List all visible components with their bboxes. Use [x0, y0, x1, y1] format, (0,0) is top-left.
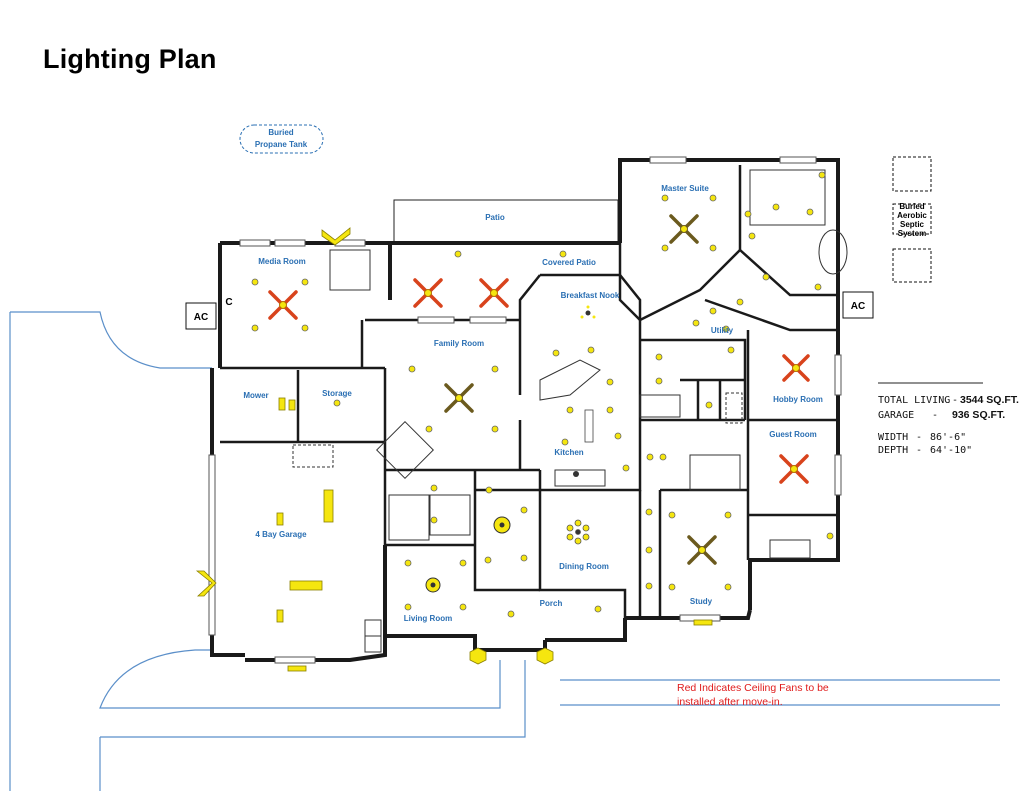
label-ac-left: AC	[194, 312, 208, 323]
label-septic-line2: Aerobic	[897, 211, 927, 220]
chandeliers	[425, 305, 596, 593]
label-covered-patio: Covered Patio	[542, 258, 596, 267]
ceiling-fans-existing	[444, 214, 717, 565]
recessed-lights	[251, 171, 834, 618]
septic-boxes	[892, 156, 932, 283]
label-ac-right: AC	[851, 301, 865, 312]
stat-garage-value: 936 SQ.FT.	[952, 409, 1005, 421]
label-septic-line4: System	[898, 229, 926, 238]
label-storage: Storage	[322, 389, 352, 398]
label-kitchen: Kitchen	[554, 448, 583, 457]
stat-depth-dash: -	[916, 445, 922, 456]
bar-lights	[276, 397, 713, 672]
ceiling-fan-hubs-future	[279, 289, 800, 473]
fixtures	[292, 169, 848, 653]
label-septic-line1: Buried	[899, 202, 924, 211]
chandelier-nook	[580, 305, 596, 319]
label-family-room: Family Room	[434, 339, 484, 348]
stat-total-living-value: 3544 SQ.FT.	[960, 394, 1019, 406]
label-breakfast-nook: Breakfast Nook	[561, 291, 620, 300]
stat-width-dash: -	[916, 432, 922, 443]
ac-right-box	[842, 291, 874, 319]
label-master-suite: Master Suite	[661, 184, 709, 193]
stat-total-living-label: TOTAL LIVING	[878, 395, 950, 406]
stat-width-label: WIDTH	[878, 432, 908, 443]
label-study: Study	[690, 597, 713, 606]
stat-garage-dash: -	[932, 410, 938, 421]
exterior-wall-lights	[195, 227, 554, 665]
propane-tank-outline	[239, 124, 324, 154]
label-hobby-room: Hobby Room	[773, 395, 823, 404]
stat-garage-label: GARAGE	[878, 410, 914, 421]
windows	[208, 156, 842, 664]
label-4-bay-garage: 4 Bay Garage	[255, 530, 307, 539]
ceiling-fan-hubs-existing	[455, 225, 706, 554]
label-porch: Porch	[540, 599, 563, 608]
exterior-walls	[210, 158, 840, 662]
stat-depth-label: DEPTH	[878, 445, 908, 456]
label-propane-line2: Propane Tank	[255, 140, 308, 149]
label-c-mark: C	[225, 297, 232, 308]
chandelier-dining	[566, 519, 590, 545]
label-mower: Mower	[243, 391, 268, 400]
interior-walls	[220, 160, 838, 618]
stat-depth-value: 64'-10"	[930, 445, 972, 456]
legend-note-line2: installed after move-in.	[677, 696, 783, 708]
label-guest-room: Guest Room	[769, 430, 817, 439]
driveway-lines	[9, 311, 1000, 791]
label-utility: Utility	[711, 326, 734, 335]
label-propane-line1: Buried	[268, 128, 293, 137]
label-dining-room: Dining Room	[559, 562, 609, 571]
label-living-room: Living Room	[404, 614, 452, 623]
label-septic-line3: Septic	[900, 220, 925, 229]
patio-slab	[393, 199, 619, 245]
label-media-room: Media Room	[258, 257, 306, 266]
ac-left-box	[185, 302, 217, 330]
kitchen-star-light	[573, 471, 579, 477]
page-title: Lighting Plan	[43, 44, 217, 74]
label-patio: Patio	[485, 213, 505, 222]
stat-width-value: 86'-6"	[930, 432, 966, 443]
stat-total-living-dash: -	[952, 395, 958, 406]
legend-note-line1: Red Indicates Ceiling Fans to be	[677, 682, 829, 694]
